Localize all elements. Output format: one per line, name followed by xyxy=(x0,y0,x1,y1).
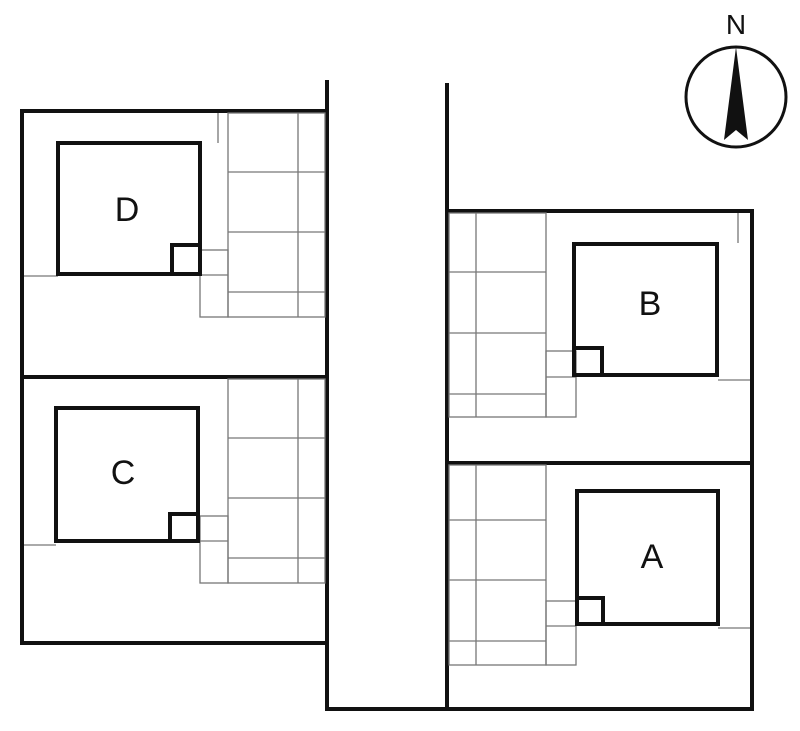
west-block xyxy=(20,109,329,645)
house-b xyxy=(572,242,719,377)
house-c xyxy=(54,406,200,543)
lot-label-b: B xyxy=(639,285,662,323)
north-arrow-icon xyxy=(724,47,748,140)
north-label: N xyxy=(726,9,746,40)
lot-d-boundary xyxy=(24,113,219,277)
lot-b-paving xyxy=(448,212,577,418)
house-a xyxy=(575,489,720,626)
lot-a-paving xyxy=(448,464,577,666)
lot-label-c: C xyxy=(111,454,136,492)
north-compass: N xyxy=(684,9,788,149)
lot-d-paving xyxy=(199,112,326,318)
lot-b-boundary xyxy=(718,213,750,381)
house-d xyxy=(56,141,202,276)
lot-c: C xyxy=(24,378,326,584)
lot-label-d: D xyxy=(115,191,140,229)
lot-d: D xyxy=(24,112,326,318)
lot-label-a: A xyxy=(641,538,664,576)
access-road xyxy=(325,80,754,711)
lot-b: B xyxy=(448,212,750,418)
east-block xyxy=(445,209,754,711)
lot-a: A xyxy=(448,464,750,666)
lot-c-paving xyxy=(199,378,326,584)
